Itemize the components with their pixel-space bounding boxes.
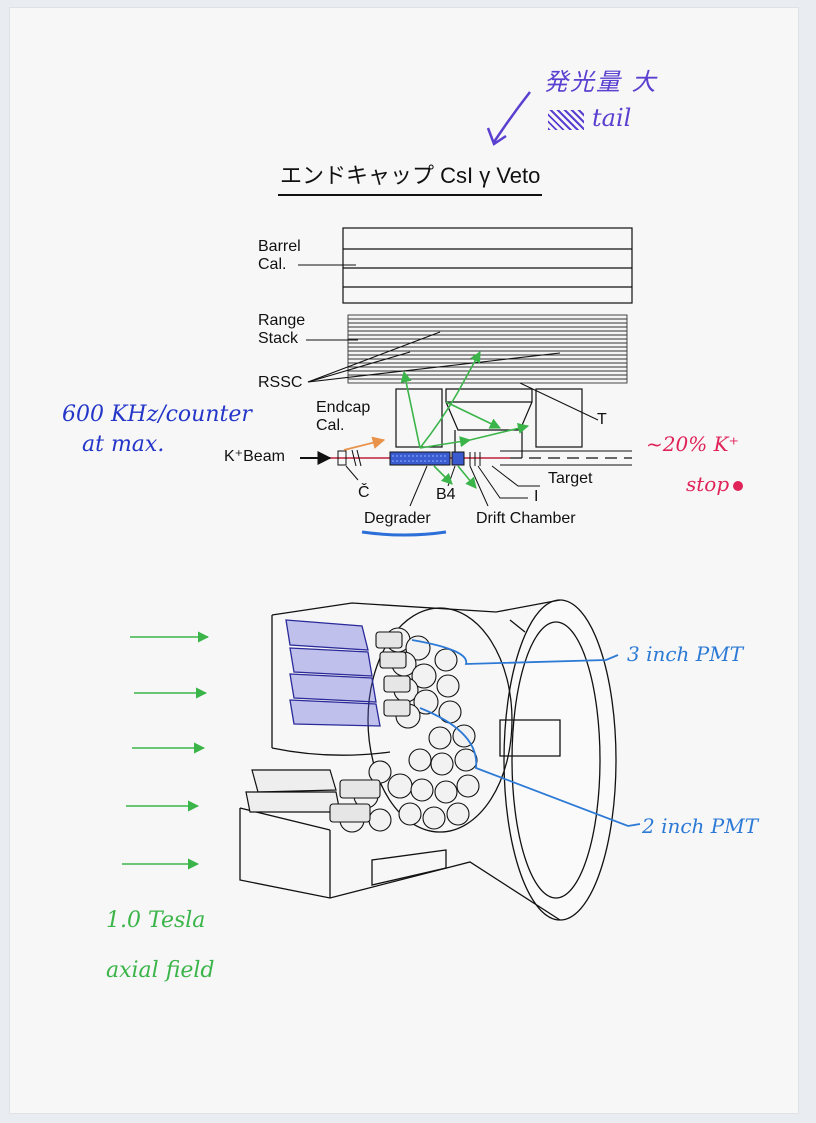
drift-chamber-label: Drift Chamber: [476, 510, 576, 527]
note-tail: tail: [548, 104, 631, 132]
pmt2-note: 2 inch PMT: [642, 814, 759, 838]
kstop-note: ~20% K⁺ stop: [646, 424, 739, 504]
t-label: T: [597, 411, 607, 428]
degrader-label: Degrader: [364, 510, 431, 527]
note-crossed-glyph: [548, 109, 584, 130]
barrel-calorimeter: [342, 227, 633, 304]
rssc-label: RSSC: [258, 374, 303, 391]
pmt3-pointer: [411, 639, 619, 665]
range-label-2: Stack: [258, 330, 299, 347]
note-light-yield: 発光量 大: [544, 68, 658, 96]
cerenkov-counter: [337, 449, 362, 467]
note-pointer-arrow: [492, 91, 531, 143]
field-note-1: 1.0 Tesla: [106, 908, 206, 933]
note-pointer-head: [486, 127, 507, 146]
pmt2-pointer: [419, 707, 641, 827]
beam-line: [300, 450, 632, 466]
kstop-note-2: stop: [686, 472, 730, 496]
pmt-cylinders: [329, 631, 411, 823]
paper-sheet: [10, 8, 798, 1113]
barrel-label-1: Barrel: [258, 238, 301, 255]
range-label-1: Range: [258, 312, 306, 329]
pmt3-note: 3 inch PMT: [627, 642, 744, 666]
degrader: [389, 451, 481, 466]
target-label: Target: [548, 470, 593, 487]
i-label: I: [534, 488, 539, 505]
rate-note-2: at max.: [82, 432, 165, 457]
degrader-underline: [361, 530, 447, 537]
beam-label: K⁺Beam: [224, 448, 285, 465]
crystal-bars-lower: [245, 769, 341, 813]
rate-note: 600 KHz/counter at max.: [62, 400, 252, 460]
particle-tracks: [400, 351, 530, 489]
endcap-label-2: Cal.: [316, 417, 345, 434]
kstop-note-1: ~20% K⁺: [646, 432, 740, 456]
note-tail-text: tail: [592, 104, 632, 132]
stop-dot: [733, 481, 743, 491]
t-leader: [519, 382, 599, 421]
field-note-2: axial field: [106, 958, 215, 983]
photon-track: [343, 436, 386, 451]
crystal-bars-upper: [285, 619, 381, 727]
endcap-detector-drawing: [239, 599, 617, 921]
rate-note-1: 600 KHz/counter: [62, 402, 252, 427]
endcap-label-1: Endcap: [316, 399, 371, 416]
page-title: エンドキャップ CsI γ Veto: [278, 158, 543, 196]
barrel-label-2: Cal.: [258, 256, 287, 273]
field-note: 1.0 Tesla axial field: [106, 896, 215, 996]
field-arrows: [122, 631, 210, 870]
cerenkov-label: Č: [358, 484, 370, 501]
rssc-leaders: [307, 331, 561, 383]
b4-label: B4: [436, 486, 456, 503]
